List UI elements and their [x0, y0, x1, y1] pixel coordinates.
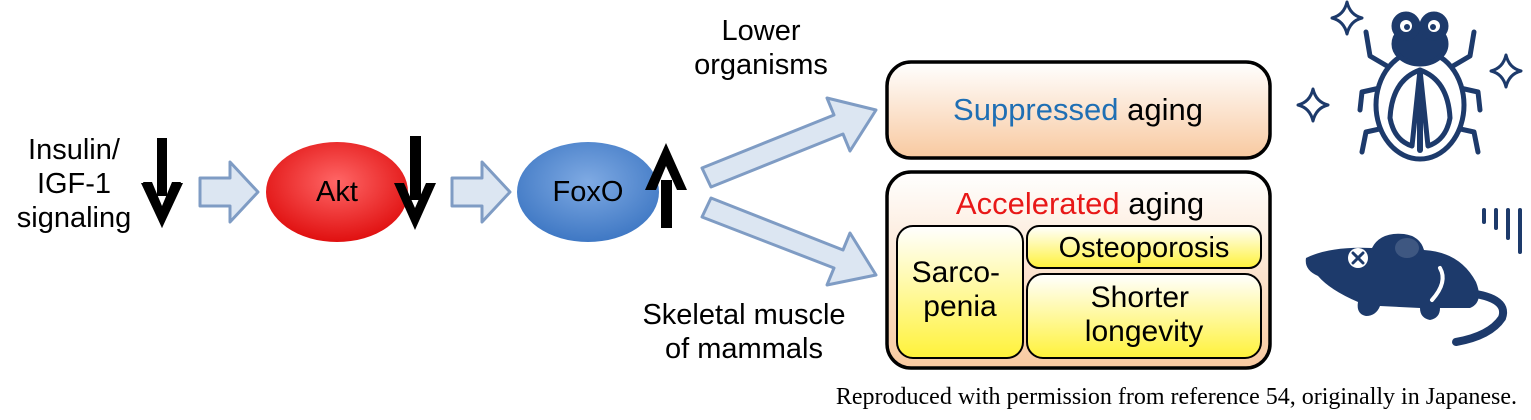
lower-organisms-line1: Lower	[721, 15, 801, 47]
sparkle-icon	[1296, 87, 1330, 123]
flow-arrow-upper	[700, 96, 878, 189]
suppressed-aging-label: Suppressed aging	[953, 92, 1203, 127]
sparkle-icon	[1489, 53, 1523, 89]
insulin-label-line1: Insulin/	[28, 134, 120, 166]
accelerated-aging-label: Accelerated aging	[956, 186, 1204, 221]
flow-arrow	[198, 160, 260, 224]
down-arrow-icon	[141, 138, 183, 228]
figure-caption: Reproduced with permission from referenc…	[835, 384, 1517, 410]
lower-organisms-line2: organisms	[694, 49, 828, 81]
osteoporosis-box	[1026, 225, 1262, 269]
up-arrow-icon	[645, 143, 687, 228]
lower-organisms-label: Lower organisms	[666, 14, 856, 82]
shorter-longevity-label: Shorter longevity	[1085, 281, 1203, 348]
insulin-label-line3: signaling	[16, 202, 132, 234]
flow-arrow-lower	[700, 196, 878, 287]
skeletal-muscle-label: Skeletal muscle of mammals	[614, 298, 874, 366]
suppressed-aging-box	[885, 60, 1272, 160]
fly-icon	[1357, 11, 1483, 162]
flow-arrow	[450, 160, 512, 224]
skeletal-muscle-line1: Skeletal muscle	[642, 299, 846, 331]
shorter-longevity-box	[1026, 273, 1262, 359]
mouse-icon	[1305, 233, 1508, 346]
motion-lines-icon	[1482, 208, 1522, 254]
sparkle-icon	[1330, 0, 1364, 36]
osteoporosis-label: Osteoporosis	[1059, 232, 1230, 264]
sarcopenia-label: Sarco- penia	[912, 256, 1009, 323]
akt-label: Akt	[316, 176, 358, 208]
skeletal-muscle-line2: of mammals	[665, 333, 823, 365]
foxo-node	[517, 142, 659, 242]
sarcopenia-box	[896, 225, 1024, 359]
down-arrow-icon	[394, 136, 436, 230]
foxo-label: FoxO	[552, 176, 624, 208]
insulin-igf1-label: Insulin/ IGF-1 signaling	[8, 133, 140, 235]
insulin-label-line2: IGF-1	[36, 168, 112, 200]
akt-node	[266, 142, 408, 242]
